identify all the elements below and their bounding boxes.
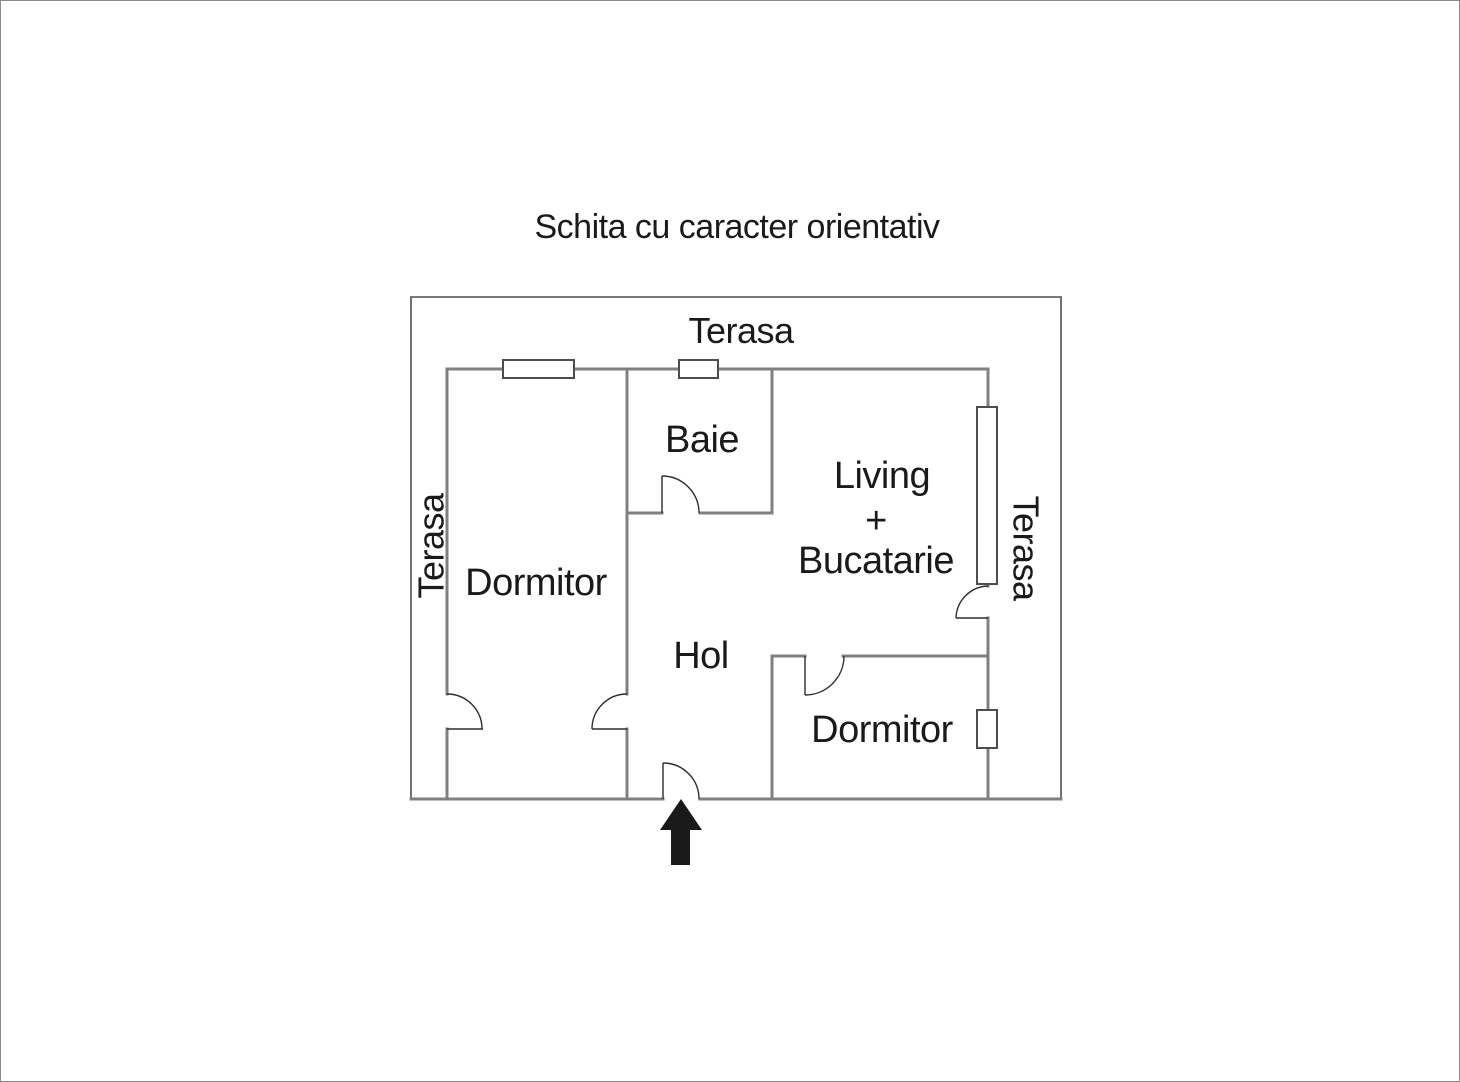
label-terasa-right: Terasa (1006, 495, 1047, 602)
door-terasa-right-arc (955, 585, 989, 619)
door-entrance-arc (662, 762, 700, 800)
door-dormitor2-arc (804, 655, 845, 696)
window-dormitor2-right (976, 709, 998, 749)
label-hol: Hol (673, 635, 729, 677)
label-living: Living (834, 455, 930, 497)
doors-group (446, 475, 989, 800)
label-dormitor-left: Dormitor (465, 562, 608, 604)
door-baie-arc (661, 475, 700, 514)
label-living-plus: + (865, 500, 887, 542)
window-dormitor-top (502, 359, 575, 379)
label-terasa-left: Terasa (411, 492, 452, 599)
label-dormitor-right: Dormitor (811, 709, 954, 751)
door-terasa-left-arc (446, 693, 483, 730)
windows-group (502, 359, 998, 749)
label-baie: Baie (665, 419, 739, 461)
window-living-right (976, 406, 998, 585)
label-bucatarie: Bucatarie (798, 540, 954, 582)
terrace-boundary-group (410, 296, 1062, 799)
entrance-arrow-icon (660, 799, 702, 865)
window-baie-top (678, 359, 719, 379)
terrace-boundary (410, 296, 1062, 799)
label-terasa-top: Terasa (688, 310, 795, 351)
door-dormitor-arc (591, 693, 628, 730)
plan-title: Schita cu caracter orientativ (534, 208, 940, 246)
